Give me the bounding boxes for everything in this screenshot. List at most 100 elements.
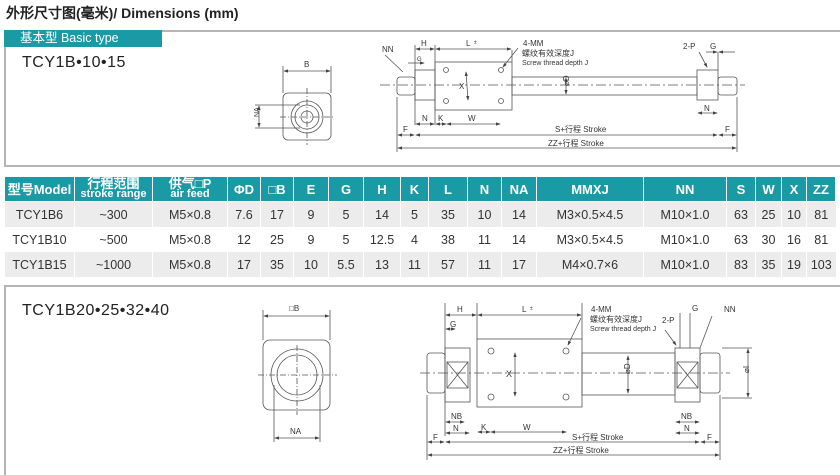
- dim-h: H: [457, 305, 463, 314]
- dim-zz: ZZ+行程 Stroke: [553, 445, 609, 455]
- table-cell: 25: [755, 201, 782, 227]
- top-end-view: [255, 66, 335, 145]
- column-header-label: G: [340, 181, 352, 197]
- thread-depth-en: Screw thread depth J: [522, 60, 588, 67]
- table-cell: 11: [400, 252, 429, 277]
- column-header: N: [467, 176, 502, 202]
- dim-g2: G: [710, 42, 716, 51]
- table-cell: 17: [260, 201, 294, 227]
- table-cell: M10×1.0: [643, 252, 727, 277]
- dim-s: S+行程 Stroke: [555, 124, 607, 134]
- column-header-label: K: [409, 181, 420, 197]
- column-header-label: ZZ: [813, 181, 829, 197]
- dim-mm: 4-MM: [523, 39, 544, 48]
- bottom-side-view: [420, 303, 752, 460]
- dim-w: W: [523, 423, 531, 432]
- thread-depth-en: Screw thread depth J: [590, 326, 656, 333]
- table-cell: 11: [467, 252, 502, 277]
- dim-p: 2-P: [662, 316, 674, 325]
- table-cell: 7.6: [227, 201, 261, 227]
- dim-d: ⌀D: [562, 75, 571, 86]
- table-cell: 16: [781, 227, 807, 252]
- dim-f: F: [403, 125, 408, 134]
- table-cell: M4×0.7×6: [536, 252, 644, 277]
- column-header-label: ΦD: [233, 181, 255, 197]
- dim-k: K: [481, 423, 487, 432]
- table-cell: 57: [428, 252, 468, 277]
- basic-type-panel: [4, 30, 840, 167]
- dim-g2: G: [692, 304, 698, 313]
- dim-s: S+行程 Stroke: [572, 432, 624, 442]
- column-header-label: 供气□P: [168, 176, 212, 191]
- dim-w: W: [468, 114, 476, 123]
- column-header-label: W: [762, 181, 775, 197]
- table-cell: M5×0.8: [152, 252, 228, 277]
- table-cell: 83: [726, 252, 756, 277]
- column-header: L: [428, 176, 468, 202]
- dim-l-tol: ±: [474, 40, 477, 46]
- dim-k: K: [438, 114, 444, 123]
- column-header: K: [400, 176, 429, 202]
- table-cell: 12.5: [363, 227, 401, 252]
- table-cell: 35: [428, 201, 468, 227]
- dim-f2: F: [725, 125, 730, 134]
- page-title: 外形尺寸图(毫米)/ Dimensions (mm): [6, 5, 239, 21]
- table-cell: 13: [363, 252, 401, 277]
- dim-f: F: [433, 433, 438, 442]
- table-cell: 10: [781, 201, 807, 227]
- column-header-sub: stroke range: [80, 188, 147, 200]
- column-header: 型号Model: [4, 176, 75, 202]
- column-header: X: [781, 176, 807, 202]
- dim-nn: NN: [724, 305, 736, 314]
- table-cell: ~500: [74, 227, 153, 252]
- column-header-label: NA: [509, 181, 529, 197]
- table-cell: 17: [501, 252, 537, 277]
- top-side-view: [380, 45, 745, 152]
- dim-f2: F: [707, 433, 712, 442]
- dim-h: H: [421, 39, 427, 48]
- dim-n: N: [453, 424, 459, 433]
- column-header: NN: [643, 176, 727, 202]
- table-cell: 9: [293, 227, 329, 252]
- table-cell: 5: [400, 201, 429, 227]
- column-header-label: L: [444, 181, 452, 197]
- table-cell: 5.5: [328, 252, 364, 277]
- table-cell: 35: [755, 252, 782, 277]
- top-model-label: TCY1B•10•15: [22, 54, 126, 71]
- column-header: S: [726, 176, 756, 202]
- table-cell: M5×0.8: [152, 201, 228, 227]
- column-header: ΦD: [227, 176, 261, 202]
- table-cell: 5: [328, 201, 364, 227]
- column-header: MMXJ: [536, 176, 644, 202]
- section-tab: 基本型 Basic type: [4, 30, 162, 47]
- table-cell: M10×1.0: [643, 227, 727, 252]
- dim-mm: 4-MM: [591, 305, 612, 314]
- dim-x: X: [506, 369, 512, 379]
- table-cell: TCY1B15: [4, 252, 75, 277]
- table-cell: 10: [467, 201, 502, 227]
- dim-b: B: [304, 60, 309, 69]
- table-cell: M10×1.0: [643, 201, 727, 227]
- table-cell: ~1000: [74, 252, 153, 277]
- column-header-label: S: [736, 181, 746, 197]
- column-header-label: MMXJ: [571, 181, 609, 197]
- thread-depth-cn: 螺纹有效深度J: [522, 48, 574, 58]
- table-cell: 14: [501, 201, 537, 227]
- dim-na: NA: [254, 107, 261, 117]
- column-header-label: 型号Model: [7, 181, 72, 197]
- dim-n: N: [422, 114, 428, 123]
- table-cell: 103: [806, 252, 836, 277]
- table-cell: 81: [806, 227, 836, 252]
- table-cell: 10: [293, 252, 329, 277]
- bottom-model-label: TCY1B20•25•32•40: [22, 302, 170, 319]
- dim-l-tol: ±: [530, 306, 533, 312]
- table-cell: M5×0.8: [152, 227, 228, 252]
- dim-p: 2-P: [683, 42, 695, 51]
- table-cell: 63: [726, 201, 756, 227]
- dim-l: L: [466, 39, 471, 48]
- large-type-panel: [4, 285, 840, 475]
